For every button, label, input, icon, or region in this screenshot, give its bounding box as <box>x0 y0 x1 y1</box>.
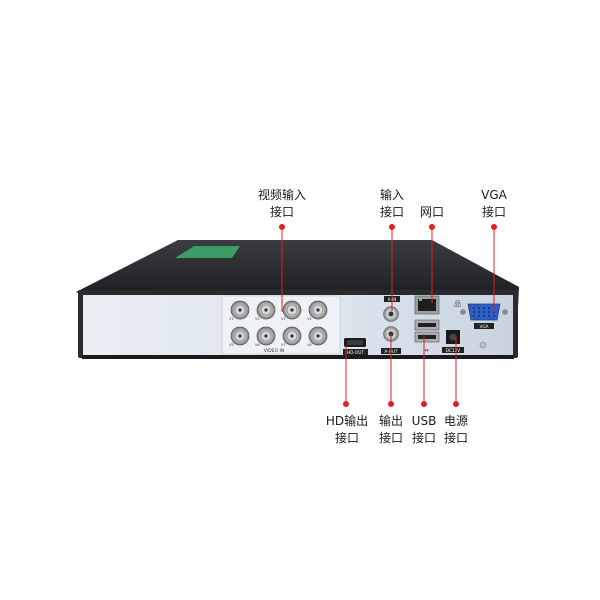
ground-screw <box>479 341 487 349</box>
callout-usb: USB 接口 <box>406 413 442 447</box>
vga-pin <box>488 307 490 309</box>
callout-network: 网口 <box>416 204 448 221</box>
bnc-connector-pin <box>264 334 268 338</box>
callout-usb-line1: USB <box>411 414 437 428</box>
callout-hd-out-line2: 接口 <box>334 431 359 445</box>
vga-panel-label: VGA <box>480 324 489 329</box>
callout-hd-out: HD输出 接口 <box>324 413 370 447</box>
hd-out-label-box <box>343 349 368 355</box>
bnc-label: V2 <box>255 317 260 321</box>
callout-video-in: 视频输入 接口 <box>254 187 310 221</box>
dot-network <box>429 224 435 230</box>
chassis-bottom <box>82 355 514 359</box>
hdmi-port-inner <box>347 340 363 345</box>
dot-power <box>453 401 459 407</box>
vga-pin <box>478 315 480 317</box>
bnc-connector-pin <box>238 308 242 312</box>
callout-network-line1: 网口 <box>419 205 444 219</box>
chassis-top <box>76 240 519 294</box>
bnc-label: V6 <box>255 343 260 347</box>
dot-audio-out <box>388 401 394 407</box>
dot-audio-in <box>389 224 395 230</box>
dot-video-in <box>279 224 285 230</box>
callout-video-in-line1: 视频输入 <box>257 188 306 202</box>
usb-port-top-inner <box>418 323 436 327</box>
bnc-connector-pin <box>316 308 320 312</box>
dot-vga <box>491 224 497 230</box>
dc-power-pin <box>449 333 457 341</box>
dc-panel-label: DC12V <box>446 348 460 353</box>
dot-usb <box>421 401 427 407</box>
vga-pin <box>478 311 480 313</box>
vga-pin <box>483 315 485 317</box>
vga-pin <box>478 307 480 309</box>
dc-label-box <box>442 347 464 353</box>
callout-audio-in-line2: 接口 <box>379 205 404 219</box>
video-in-panel-label: VIDEO IN <box>264 348 284 354</box>
bnc-label: V3 <box>281 317 286 321</box>
product-sticker <box>175 246 240 258</box>
bnc-connector-pin <box>290 308 294 312</box>
vga-pin <box>493 315 495 317</box>
callout-power: 电源 接口 <box>438 413 474 447</box>
bnc-label: V5 <box>229 343 234 347</box>
vga-pin <box>473 315 475 317</box>
network-symbol-icon: 品 <box>454 300 461 308</box>
callout-audio-out: 输出 接口 <box>373 413 409 447</box>
callout-vga-line1: VGA <box>481 188 507 202</box>
vga-pin <box>488 315 490 317</box>
bnc-connector-pin <box>316 334 320 338</box>
callout-audio-out-line2: 接口 <box>378 431 403 445</box>
hd-out-panel-label: HD-OUT <box>347 350 364 355</box>
vga-pin <box>483 307 485 309</box>
callout-audio-in-line1: 输入 <box>379 188 404 202</box>
callout-power-line1: 电源 <box>443 414 468 428</box>
usb-symbol-icon: ⇷ <box>424 347 429 354</box>
callout-power-line2: 接口 <box>443 431 468 445</box>
vga-pin <box>473 307 475 309</box>
vga-label-box <box>474 323 494 329</box>
audio-in-jack-center <box>388 311 394 317</box>
bnc-label: V4 <box>307 317 312 321</box>
callout-vga: VGA 接口 <box>476 187 512 221</box>
vga-screw-right <box>502 309 508 315</box>
callout-hd-out-line1: HD输出 <box>325 414 369 428</box>
bnc-connector-pin <box>238 334 242 338</box>
dot-hd-out <box>343 401 349 407</box>
bnc-label: V8 <box>307 343 312 347</box>
callout-audio-out-line1: 输出 <box>378 414 403 428</box>
usb-port-bottom-inner <box>418 335 436 339</box>
callout-lines <box>279 224 497 407</box>
callout-video-in-line2: 接口 <box>269 205 294 219</box>
vga-pin <box>483 311 485 313</box>
vga-screw-left <box>460 309 466 315</box>
vga-pin <box>473 311 475 313</box>
bnc-label: V1 <box>229 317 234 321</box>
vga-pin <box>488 311 490 313</box>
bnc-connector-pin <box>264 308 268 312</box>
rj45-led <box>419 299 422 301</box>
bnc-label: V7 <box>281 343 286 347</box>
callout-usb-line2: 接口 <box>411 431 436 445</box>
callout-audio-in: 输入 接口 <box>374 187 410 221</box>
bnc-connector-pin <box>290 334 294 338</box>
callout-vga-line2: 接口 <box>481 205 506 219</box>
